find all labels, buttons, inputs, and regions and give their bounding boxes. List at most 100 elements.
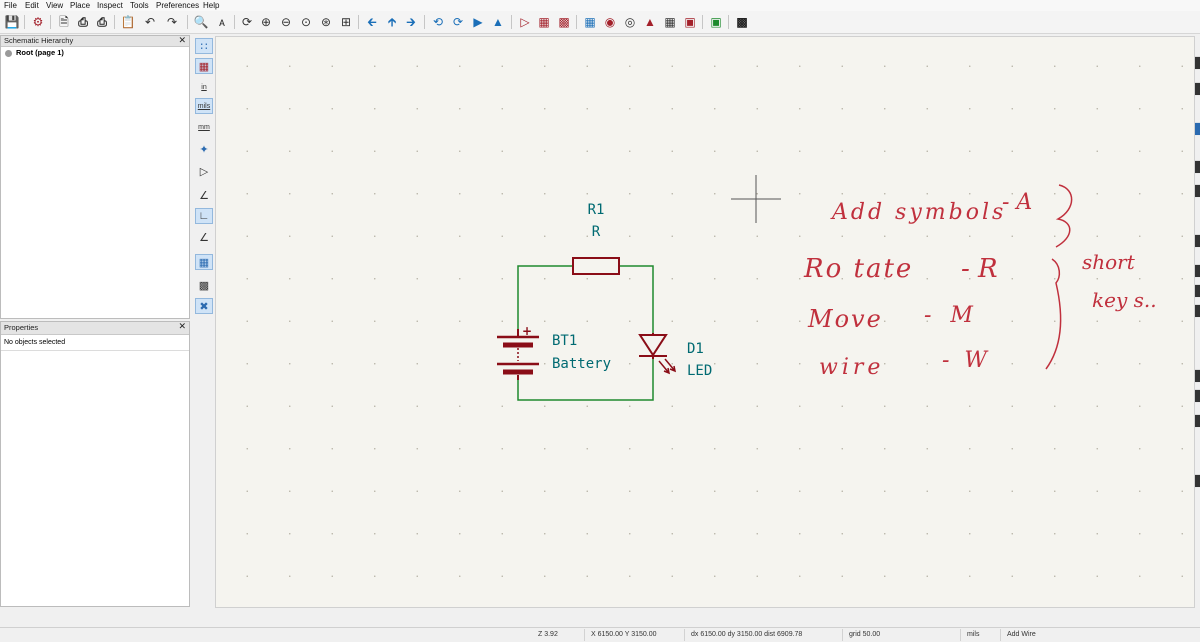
line-mode-45-icon[interactable]: ∠	[199, 231, 209, 244]
menu-inspect[interactable]: Inspect	[97, 1, 123, 10]
resistor-reference: R1	[588, 202, 605, 218]
wire-top-left	[517, 265, 573, 329]
note-brace-small	[1055, 184, 1073, 248]
rotate-cw-icon[interactable]: ⟳	[452, 15, 464, 29]
zoom-objects-icon[interactable]: ⊛	[320, 15, 332, 29]
status-current-tool: Add Wire	[1007, 631, 1036, 638]
battery-reference: BT1	[552, 333, 577, 349]
bom-icon[interactable]: ▲	[644, 15, 656, 29]
schematic-hierarchy-panel: Schematic Hierarchy ✕ Root (page 1)	[0, 35, 190, 319]
wires	[517, 265, 654, 401]
grid-toggle-icon[interactable]: ∷	[195, 38, 213, 54]
page-settings-icon[interactable]: 🗎	[59, 15, 69, 29]
symbol-browser-icon[interactable]: ◉	[604, 15, 616, 29]
pin-type-icon[interactable]: ▷	[199, 165, 209, 178]
tools-toggle-icon[interactable]: ✖	[195, 298, 213, 314]
menubar: File Edit View Place Inspect Tools Prefe…	[0, 0, 1200, 11]
save-icon[interactable]: 💾	[4, 15, 20, 29]
mirror-horizontal-icon[interactable]: ▲	[492, 15, 504, 29]
footprint-assign-icon[interactable]: ◎	[624, 15, 636, 29]
status-bar: Z 3.92 X 6150.00 Y 3150.00 dx 6150.00 dy…	[0, 627, 1200, 642]
handwritten-notes: Add symbols - A Ro tate - R Move - M wir…	[803, 190, 1157, 380]
schematic-canvas[interactable]: R1 R + BT1 Battery D1 LED	[215, 36, 1195, 608]
status-grid: grid 50.00	[849, 631, 881, 638]
print-icon[interactable]: ⎙	[78, 15, 88, 29]
plot-icon[interactable]: ⎙	[97, 15, 107, 29]
status-units: mils	[967, 631, 980, 638]
pcb-editor-icon[interactable]: ▣	[684, 15, 696, 29]
note-side-1: short	[1082, 250, 1136, 274]
properties-panel-header: Properties ✕	[1, 321, 189, 335]
root-sheet-icon	[5, 50, 12, 57]
line-mode-free-icon[interactable]: ∠	[199, 189, 209, 202]
symbol-editor-icon[interactable]: ▦	[584, 15, 596, 29]
rotate-ccw-icon[interactable]: ⟲	[432, 15, 444, 29]
hierarchy-root-item[interactable]: Root (page 1)	[16, 48, 64, 57]
note-line1-right: - A	[1002, 190, 1032, 215]
battery-polarity: +	[522, 324, 532, 338]
properties-toggle-icon[interactable]: ▩	[198, 279, 210, 292]
properties-panel-title: Properties	[4, 323, 39, 332]
grid-override-icon[interactable]: ▦	[195, 58, 213, 74]
erc-icon[interactable]: ▦	[538, 15, 550, 29]
zoom-in-icon[interactable]: ⊕	[260, 15, 272, 29]
properties-close-icon[interactable]: ✕	[178, 321, 186, 331]
line-mode-90-icon[interactable]: ∟	[195, 208, 213, 224]
hierarchy-toggle-icon[interactable]: ▦	[195, 254, 213, 270]
add-hier-label-icon[interactable]: █	[1195, 286, 1200, 297]
hierarchy-panel-header: Schematic Hierarchy ✕	[1, 35, 189, 47]
add-label-icon[interactable]: █	[1195, 236, 1200, 247]
select-tool-icon[interactable]: █	[1195, 58, 1200, 69]
paste-icon[interactable]: 📋	[120, 15, 136, 29]
note-side-2: key s..	[1092, 288, 1157, 312]
add-bus-icon[interactable]: █	[1195, 162, 1200, 173]
find-icon[interactable]: 🔍	[193, 15, 209, 29]
symbol-fields-icon[interactable]: ▩	[558, 15, 570, 29]
refresh-icon[interactable]: ⟳	[241, 15, 253, 29]
netlist-icon[interactable]: ▦	[664, 15, 676, 29]
highlight-net-icon[interactable]: █	[1195, 84, 1200, 95]
redo-icon[interactable]: ↷	[166, 15, 178, 29]
hierarchy-close-icon[interactable]: ✕	[178, 35, 186, 45]
navigate-up-icon[interactable]: 🡱	[387, 15, 397, 29]
menu-preferences[interactable]: Preferences	[156, 1, 200, 10]
navigate-back-icon[interactable]: 🡰	[367, 15, 377, 29]
menu-edit[interactable]: Edit	[25, 1, 39, 10]
schematic-drawing: R1 R + BT1 Battery D1 LED	[497, 175, 1157, 401]
units-mm-button[interactable]: mm	[198, 123, 210, 131]
zoom-fit-icon[interactable]: ⊙	[300, 15, 312, 29]
add-sheet-icon[interactable]: █	[1195, 306, 1200, 317]
cursor-crosshair-icon[interactable]: ✦	[199, 143, 209, 156]
menu-view[interactable]: View	[46, 1, 64, 10]
add-wire-tool-icon[interactable]: █	[1195, 124, 1200, 135]
note-line2-left: Ro tate	[803, 254, 913, 284]
add-line-icon[interactable]: █	[1195, 371, 1200, 382]
properties-panel: Properties ✕ No objects selected	[0, 321, 190, 607]
units-mils-button[interactable]: mils	[195, 98, 213, 114]
menu-place[interactable]: Place	[70, 1, 91, 10]
zoom-out-icon[interactable]: ⊖	[280, 15, 292, 29]
menu-file[interactable]: File	[4, 1, 17, 10]
resistor-symbol	[572, 257, 620, 275]
zoom-selection-icon[interactable]: ⊞	[340, 15, 352, 29]
note-line3-left: Move	[807, 305, 883, 333]
delete-tool-icon[interactable]: █	[1195, 476, 1200, 487]
scripting-console-icon[interactable]: ▩	[736, 15, 748, 29]
led-value: LED	[687, 363, 712, 379]
add-global-label-icon[interactable]: █	[1195, 266, 1200, 277]
navigate-forward-icon[interactable]: 🡲	[406, 15, 416, 29]
add-noconnect-icon[interactable]: █	[1195, 186, 1200, 197]
menu-help[interactable]: Help	[203, 1, 220, 10]
menu-tools[interactable]: Tools	[130, 1, 149, 10]
add-text-icon[interactable]: █	[1195, 391, 1200, 402]
pcb-icon[interactable]: ▣	[710, 15, 722, 29]
status-coordinates: X 6150.00 Y 3150.00	[591, 631, 657, 638]
add-image-icon[interactable]: █	[1195, 416, 1200, 427]
annotate-icon[interactable]: ▷	[520, 15, 530, 29]
undo-icon[interactable]: ↶	[144, 15, 156, 29]
schematic-setup-icon[interactable]: ⚙	[32, 15, 44, 29]
units-inches-button[interactable]: in	[201, 83, 207, 91]
find-replace-icon[interactable]: ᴀ	[219, 15, 225, 29]
mirror-vertical-icon[interactable]: ▶	[473, 15, 483, 29]
properties-status-text: No objects selected	[4, 339, 66, 346]
